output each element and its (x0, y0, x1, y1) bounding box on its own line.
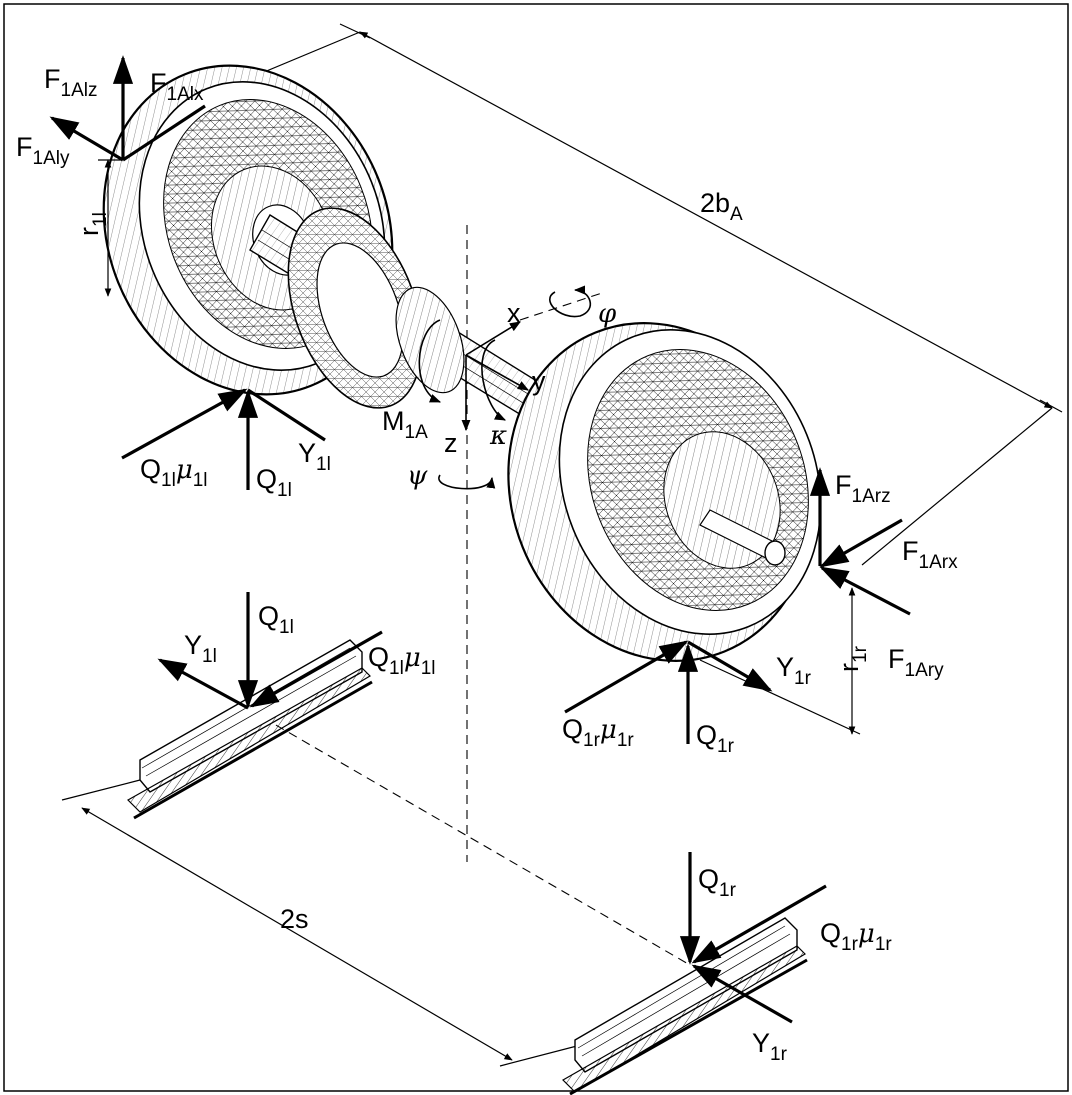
forces-left-rail (157, 592, 383, 710)
label-kappa: κ (489, 421, 507, 451)
label-Q1l-top: Q1l (256, 464, 292, 501)
right-rail (562, 917, 808, 1095)
label-2bA: 2bA (700, 188, 743, 225)
label-Q1lmu1l-rail: Q1lμ1l (368, 642, 436, 679)
coordinate-system (418, 285, 592, 490)
label-Y1r-rail: Y1r (752, 1028, 788, 1065)
label-x: x (507, 298, 521, 328)
forces-right-bearing (809, 467, 911, 616)
label-Y1l-top: Y1l (298, 438, 331, 475)
label-Q1lmu1l-top: Q1lμ1l (140, 454, 208, 491)
forces-right-contact (564, 640, 773, 744)
label-Q1r-rail: Q1r (698, 864, 737, 901)
radius-r1r (699, 587, 861, 735)
label-2s: 2s (280, 904, 309, 934)
label-z: z (444, 428, 458, 458)
rail-contact-dashed (249, 709, 691, 966)
right-wheel (507, 322, 822, 662)
label-M1A: M1A (382, 406, 428, 443)
label-F1Alz: F1Alz (44, 64, 97, 101)
gear-ring (287, 207, 465, 409)
label-Q1l-rail: Q1l (258, 601, 294, 638)
label-Y1r-top: Y1r (776, 652, 812, 689)
label-y: y (532, 366, 546, 396)
label-phi: φ (598, 299, 617, 329)
radius-r1l (98, 159, 122, 297)
label-Q1r-top: Q1r (696, 720, 735, 757)
label-F1Arx: F1Arx (902, 536, 958, 573)
label-psi: ψ (407, 461, 428, 491)
label-r1l: r1l (74, 212, 111, 236)
label-r1r: r1r (834, 645, 871, 672)
dimension-2s (61, 779, 601, 1067)
label-Q1rmu1r-top: Q1rμ1r (562, 714, 634, 751)
forces-left-bearing (49, 55, 206, 162)
label-F1Alx: F1Alx (150, 68, 204, 105)
label-Y1l-rail: Y1l (184, 630, 217, 667)
label-F1Arz: F1Arz (835, 470, 891, 507)
label-F1Aly: F1Aly (16, 132, 70, 169)
left-rail (127, 639, 373, 820)
forces-right-rail (679, 852, 827, 1024)
frame-border (3, 3, 1069, 1092)
label-Q1rmu1r-rail: Q1rμ1r (820, 918, 892, 955)
forces-left-contact (121, 388, 326, 490)
x-axis-dashed (519, 291, 606, 321)
label-F1Ary: F1Ary (888, 644, 944, 681)
